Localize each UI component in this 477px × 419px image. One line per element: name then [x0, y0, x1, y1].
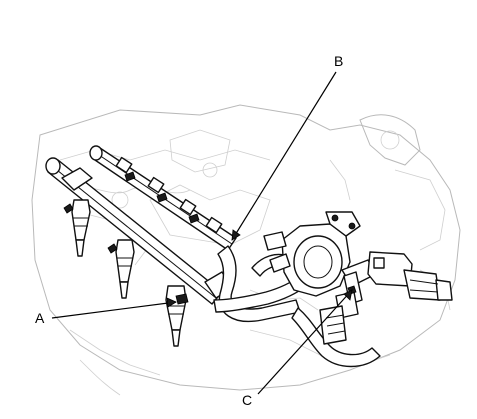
fuel-injectors	[63, 199, 189, 347]
callout-b: B	[334, 53, 343, 69]
leader-b	[231, 71, 337, 241]
leader-lines	[51, 71, 353, 395]
leader-c	[257, 289, 353, 395]
injector-2	[107, 239, 135, 299]
injector-3	[165, 285, 189, 347]
callout-a: A	[35, 310, 45, 326]
rear-fuel-rail	[89, 145, 237, 251]
pressure-sensor-connector	[367, 251, 453, 301]
injector-1	[63, 199, 91, 257]
leader-a	[51, 301, 177, 319]
fuel-pump	[263, 211, 377, 297]
callout-c: C	[242, 392, 252, 408]
